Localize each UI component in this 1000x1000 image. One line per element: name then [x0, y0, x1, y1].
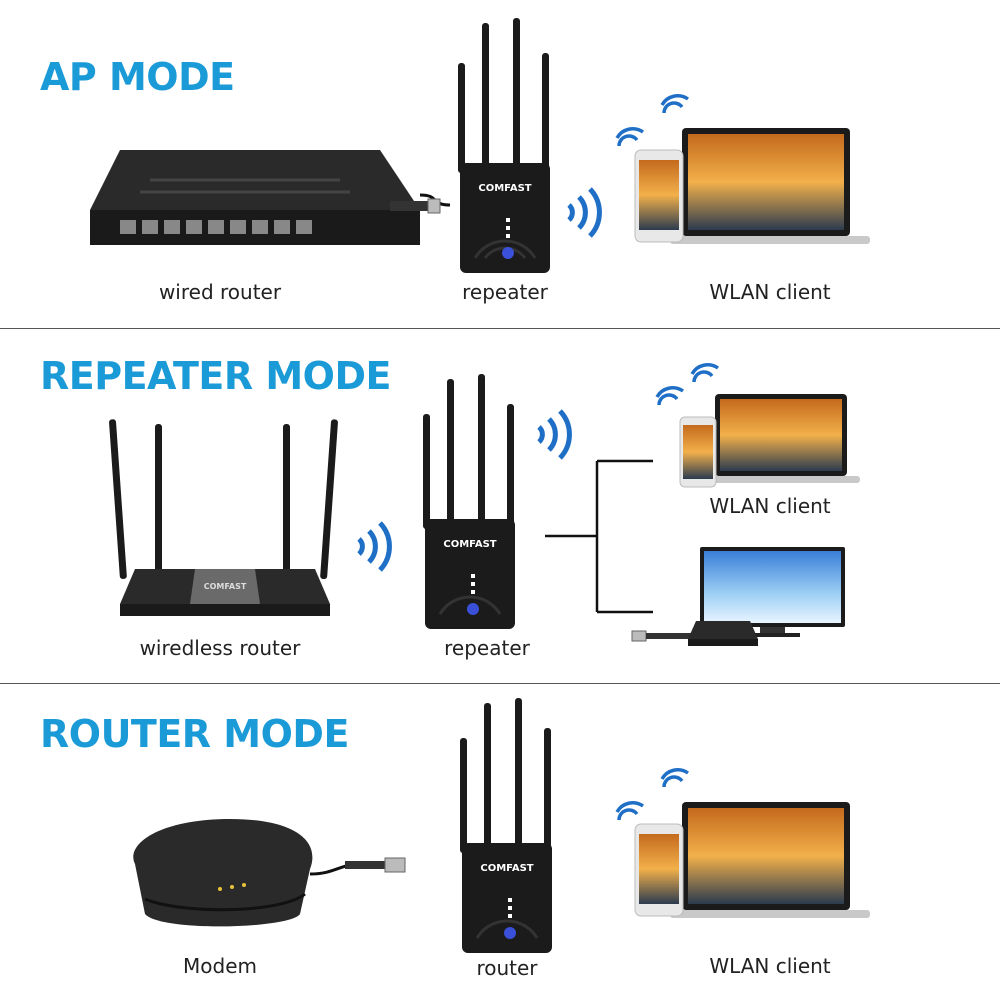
repeater-mode-title: REPEATER MODE	[40, 354, 391, 398]
switch-icon	[90, 150, 451, 245]
router-mode-section: ROUTER MODE COMFAST Modem r	[0, 684, 1000, 1000]
wifi-icon	[690, 363, 719, 383]
client-caption: WLAN client	[709, 494, 831, 518]
ethernet-cable-icon	[390, 198, 441, 214]
source-caption: wiredless router	[139, 636, 301, 660]
connection-lines	[545, 459, 653, 614]
source-caption: wired router	[158, 280, 282, 304]
phone-icon	[634, 149, 684, 243]
repeater-icon: COMFAST	[460, 698, 552, 953]
wifi-icon	[567, 187, 602, 238]
wifi-icon	[357, 521, 392, 572]
source-caption: Modem	[183, 954, 257, 978]
svg-text:COMFAST: COMFAST	[204, 582, 247, 591]
phone-icon	[679, 416, 717, 488]
section-divider	[0, 328, 1000, 329]
set-top-box-icon	[688, 621, 758, 646]
ethernet-cable-icon	[345, 857, 406, 873]
modem-icon	[133, 819, 361, 927]
laptop-icon	[670, 802, 870, 918]
client-caption: WLAN client	[709, 954, 831, 978]
repeater-caption: router	[476, 956, 538, 980]
client-caption: WLAN client	[709, 280, 831, 304]
repeater-caption: repeater	[444, 636, 530, 660]
svg-text:COMFAST: COMFAST	[478, 183, 531, 194]
repeater-caption: repeater	[462, 280, 548, 304]
laptop-icon	[670, 128, 870, 244]
wifi-icon	[537, 409, 572, 460]
laptop-icon	[705, 394, 860, 483]
wifi-icon	[655, 386, 684, 406]
wifi-icon	[660, 768, 689, 788]
svg-text:COMFAST: COMFAST	[480, 863, 533, 874]
wifi-icon	[615, 127, 644, 147]
ethernet-cable-icon	[631, 630, 692, 642]
repeater-mode-section: REPEATER MODE COMFAST COMFAST	[0, 329, 1000, 683]
ap-mode-title: AP MODE	[40, 55, 235, 99]
router-icon: COMFAST	[109, 419, 338, 616]
repeater-icon: COMFAST	[423, 374, 515, 629]
repeater-icon: COMFAST	[458, 18, 550, 273]
ap-mode-section: AP MODE COMFAST	[0, 0, 1000, 328]
phone-icon	[634, 823, 684, 917]
tv-icon	[700, 547, 845, 637]
router-mode-title: ROUTER MODE	[40, 712, 349, 756]
svg-text:COMFAST: COMFAST	[443, 539, 496, 550]
section-divider	[0, 683, 1000, 684]
wifi-icon	[660, 94, 689, 114]
wifi-icon	[615, 801, 644, 821]
